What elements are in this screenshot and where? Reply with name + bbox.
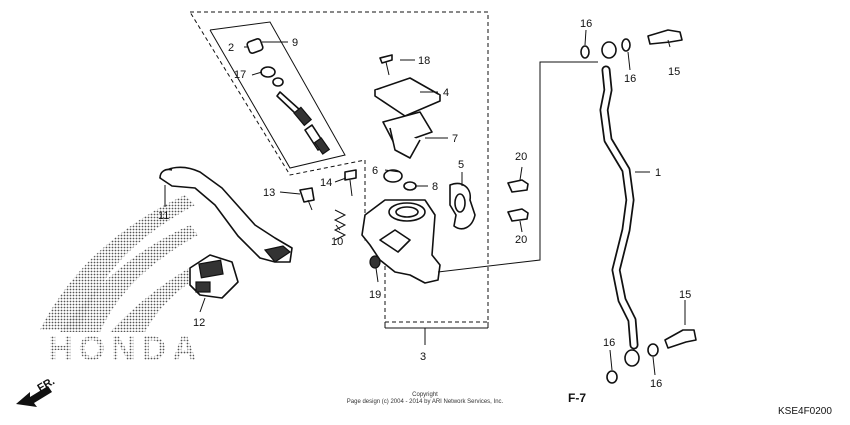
callout-14: 14 — [320, 177, 332, 189]
front-direction-indicator: FR. — [16, 375, 57, 407]
callout-15-top: 15 — [668, 66, 680, 78]
leader-lines — [164, 29, 686, 376]
callout-12: 12 — [193, 317, 205, 329]
callout-7: 7 — [452, 133, 458, 145]
callout-9: 9 — [292, 37, 298, 49]
callout-20-top: 20 — [515, 151, 527, 163]
honda-wing-watermark: HONDA — [40, 195, 205, 368]
master-cylinder-body — [361, 169, 441, 284]
washers-and-bolts — [507, 29, 697, 384]
callout-11: 11 — [158, 210, 169, 222]
callout-4: 4 — [443, 87, 449, 99]
front-direction-label: FR. — [36, 375, 57, 394]
copyright-line: Copyright — [412, 392, 438, 398]
callout-labels: 1 2 3 4 5 6 7 8 9 10 11 12 13 14 15 15 1… — [158, 18, 691, 390]
brake-hose — [437, 41, 640, 367]
piston-kit-parts — [246, 38, 331, 155]
callout-16-bottom-left: 16 — [603, 337, 615, 349]
callout-20-bottom: 20 — [515, 234, 527, 246]
front-stop-switch — [189, 254, 239, 299]
piston-kit-group-frame — [209, 21, 346, 169]
callout-5: 5 — [458, 159, 464, 171]
brake-lever — [159, 166, 293, 263]
reservoir-cap-parts — [374, 54, 441, 159]
front-arrow-icon — [16, 386, 52, 407]
reference-label: F-7 — [568, 391, 586, 405]
callout-16-top-left: 16 — [580, 18, 592, 30]
callout-15-bottom: 15 — [679, 289, 691, 301]
callout-18: 18 — [418, 55, 430, 67]
callout-17: 17 — [234, 69, 246, 81]
master-cylinder-holder — [449, 182, 476, 230]
honda-watermark-text: HONDA — [48, 330, 203, 368]
callout-2: 2 — [228, 42, 234, 54]
page-design-line: Page design (c) 2004 - 2014 by ARI Netwo… — [347, 399, 504, 405]
callout-16-top-right: 16 — [624, 73, 636, 85]
callout-1: 1 — [655, 167, 661, 179]
pivot-bolt-and-spring — [299, 169, 357, 241]
diagram-code: KSE4F0200 — [778, 406, 832, 417]
callout-3: 3 — [420, 351, 426, 363]
callout-19: 19 — [369, 289, 381, 301]
callout-16-bottom-right: 16 — [650, 378, 662, 390]
callout-8: 8 — [432, 181, 438, 193]
callout-6: 6 — [372, 165, 378, 177]
callout-13: 13 — [263, 187, 275, 199]
callout-10: 10 — [331, 236, 343, 248]
master-cylinder-group-frame — [189, 11, 489, 345]
